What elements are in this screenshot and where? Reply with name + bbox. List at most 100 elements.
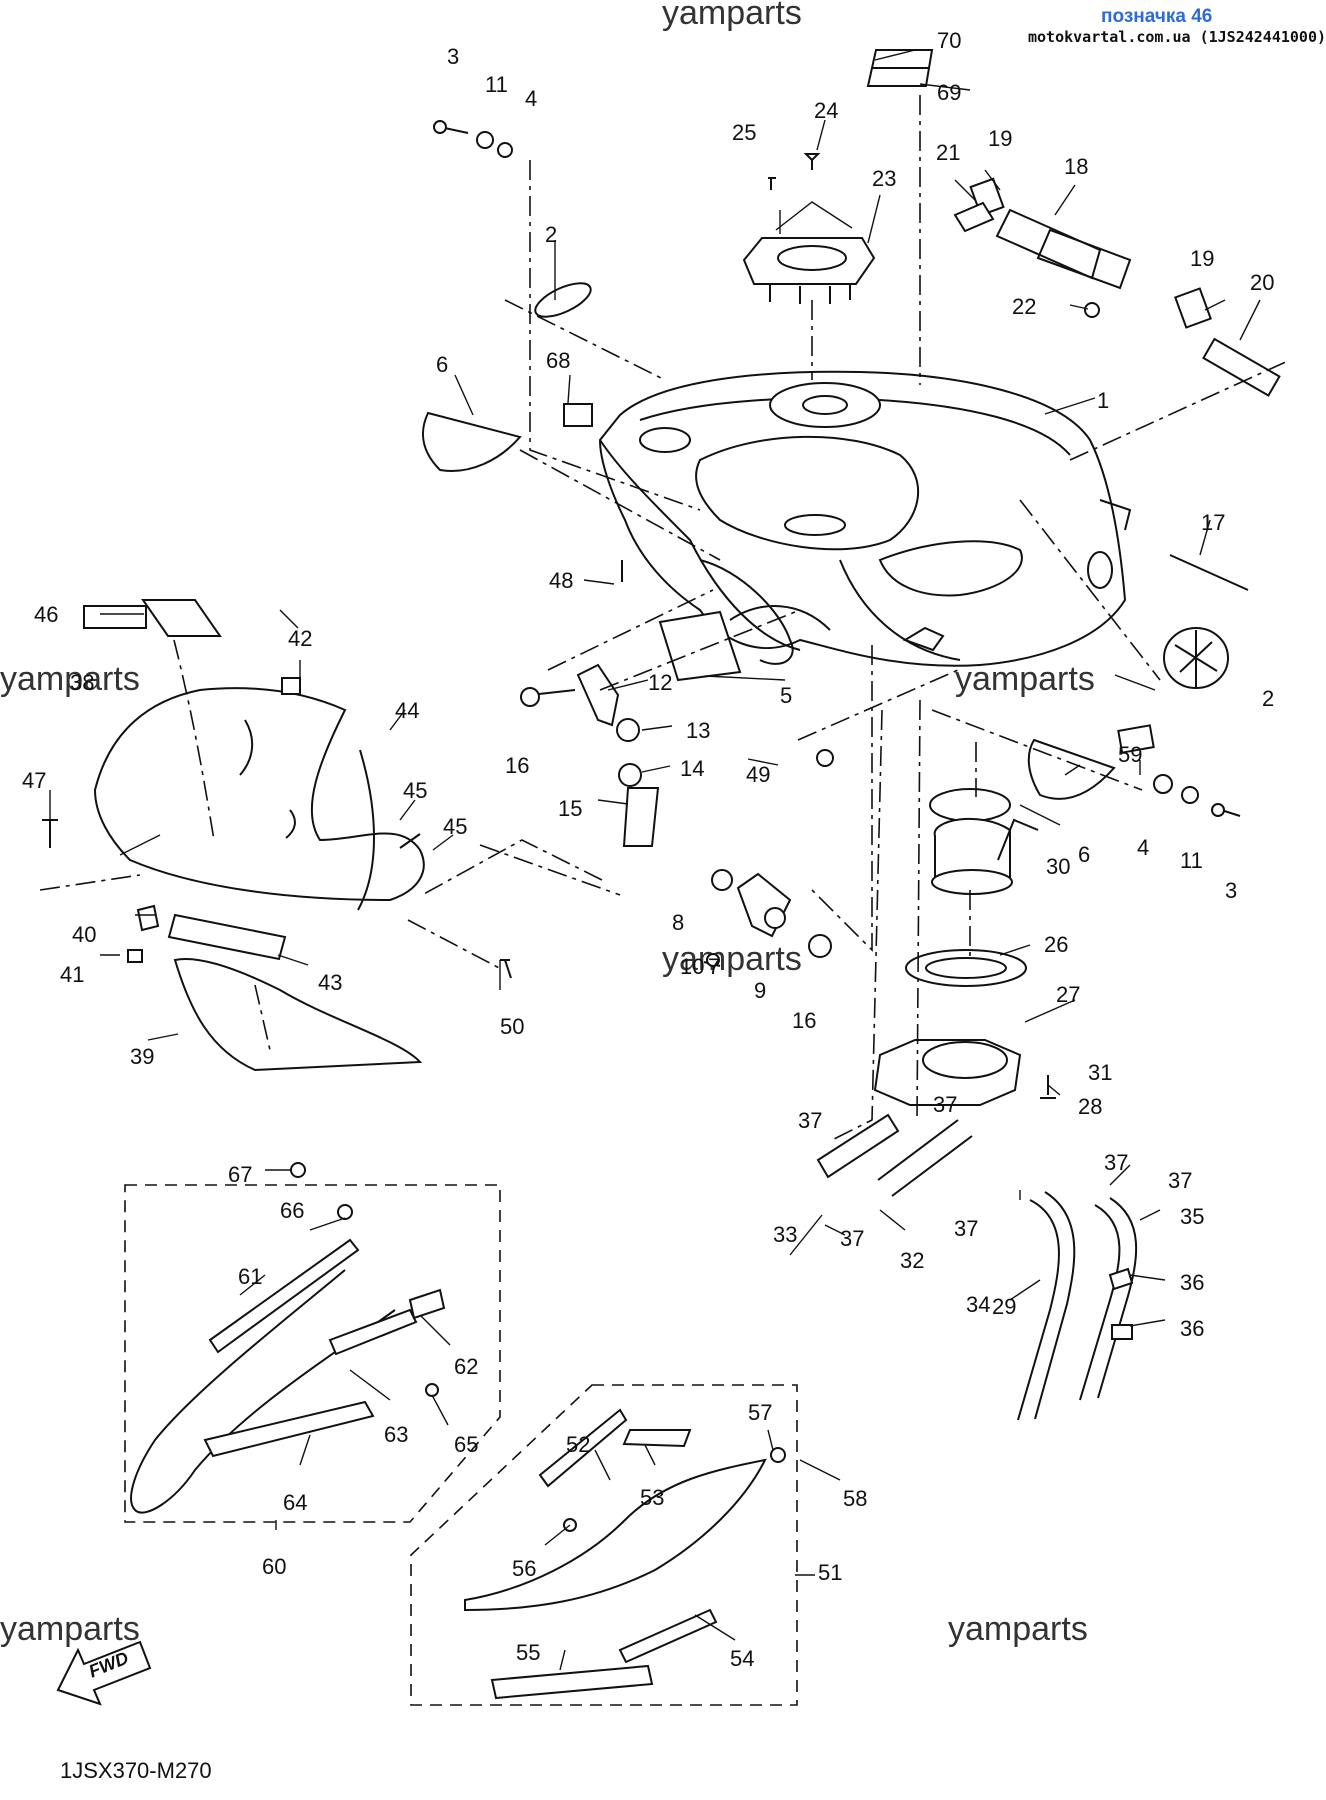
callout-label: 39 xyxy=(130,1044,154,1069)
leader-lines xyxy=(49,49,1261,1671)
callout-label: 32 xyxy=(900,1248,924,1273)
callout-label: 54 xyxy=(730,1646,754,1671)
watermark: yamparts xyxy=(0,1610,140,1648)
callout-label: 50 xyxy=(500,1014,524,1039)
callout-label: 70 xyxy=(937,28,961,53)
callout-label: 3 xyxy=(447,44,459,69)
header-title: позначка 46 xyxy=(1101,6,1212,27)
watermark: yamparts xyxy=(955,660,1095,698)
callout-label: 60 xyxy=(262,1554,286,1579)
callout-label: 45 xyxy=(403,778,427,803)
watermark: yamparts xyxy=(948,1610,1088,1648)
callout-label: 40 xyxy=(72,922,96,947)
callout-label: 5 xyxy=(780,683,792,708)
callout-label: 46 xyxy=(34,602,58,627)
damper-59 xyxy=(1117,724,1155,754)
side-cover xyxy=(1027,738,1116,800)
callout-label: 43 xyxy=(318,970,342,995)
watermark: yamparts xyxy=(662,940,802,978)
callout-label: 38 xyxy=(70,670,94,695)
callout-label: 63 xyxy=(384,1422,408,1447)
callout-label: 19 xyxy=(988,126,1012,151)
damper-68 xyxy=(563,403,593,427)
callout-label: 64 xyxy=(283,1490,307,1515)
header-subtitle: motokvartal.com.ua (1JS242441000) xyxy=(1028,28,1326,46)
callout-label: 23 xyxy=(872,166,896,191)
callout-label: 15 xyxy=(558,796,582,821)
callout-label: 24 xyxy=(814,98,838,123)
callout-label: 53 xyxy=(640,1485,664,1510)
callout-label: 37 xyxy=(798,1108,822,1133)
callout-label: 31 xyxy=(1088,1060,1112,1085)
callout-label: 29 xyxy=(992,1294,1016,1319)
callout-label: 18 xyxy=(1064,154,1088,179)
callout-label: 36 xyxy=(1180,1316,1204,1341)
callout-label: 37 xyxy=(1104,1150,1128,1175)
callout-label: 20 xyxy=(1250,270,1274,295)
callout-label: 66 xyxy=(280,1198,304,1223)
callout-label: 44 xyxy=(395,698,419,723)
callout-label: 14 xyxy=(680,756,704,781)
callout-label: 56 xyxy=(512,1556,536,1581)
callout-label: 34 xyxy=(966,1292,990,1317)
callout-label: 22 xyxy=(1012,294,1036,319)
callout-label: 68 xyxy=(546,348,570,373)
callout-label: 37 xyxy=(1168,1168,1192,1193)
callout-label: 17 xyxy=(1201,510,1225,535)
callout-label: 6 xyxy=(436,352,448,377)
side-cover xyxy=(422,411,522,472)
side-panel-group-51 xyxy=(410,1384,798,1706)
bolt-set-right xyxy=(1153,774,1241,817)
callout-label: 52 xyxy=(566,1432,590,1457)
callout-label: 27 xyxy=(1056,982,1080,1007)
callout-label: 4 xyxy=(525,86,537,111)
front-bracket xyxy=(520,663,660,847)
callout-label: 16 xyxy=(505,753,529,778)
callout-label: 11 xyxy=(485,72,508,97)
callout-label: 49 xyxy=(746,762,770,787)
callout-label: 28 xyxy=(1078,1094,1102,1119)
callout-label: 36 xyxy=(1180,1270,1204,1295)
bolt-17 xyxy=(1169,554,1249,591)
callout-label: 42 xyxy=(288,626,312,651)
callout-label: 59 xyxy=(1118,742,1142,767)
lower-cowling xyxy=(127,904,512,1072)
callout-label: 11 xyxy=(1180,848,1203,873)
assembly-lines xyxy=(39,95,1291,1141)
callout-label: 12 xyxy=(648,670,672,695)
fuel-hoses xyxy=(816,1113,1138,1421)
bolt-49 xyxy=(816,749,834,767)
callout-label: 67 xyxy=(228,1162,252,1187)
callout-label: 30 xyxy=(1046,854,1070,879)
fuel-tank xyxy=(598,370,1132,667)
callout-label: 37 xyxy=(954,1216,978,1241)
filler-cap-plate xyxy=(742,153,876,304)
callout-label: 47 xyxy=(22,768,46,793)
sender-assembly xyxy=(953,177,1281,397)
callout-label: 2 xyxy=(1262,686,1274,711)
callout-label: 2 xyxy=(545,222,557,247)
callout-label: 7 xyxy=(708,954,720,979)
callout-label: 35 xyxy=(1180,1204,1204,1229)
callout-label: 25 xyxy=(732,120,756,145)
front-cowling xyxy=(42,599,425,911)
tank-pad xyxy=(866,49,934,87)
callout-label: 9 xyxy=(754,978,766,1003)
callout-label: 21 xyxy=(936,140,960,165)
callout-label: 65 xyxy=(454,1432,478,1457)
callout-label: 48 xyxy=(549,568,573,593)
callout-label: 61 xyxy=(238,1264,262,1289)
callout-label: 57 xyxy=(748,1400,772,1425)
bolt-set-top xyxy=(433,120,513,158)
callout-label: 8 xyxy=(672,910,684,935)
callout-label: 45 xyxy=(443,814,467,839)
watermark: yamparts xyxy=(0,660,140,698)
drain-cap xyxy=(1163,627,1229,689)
callout-label: 3 xyxy=(1225,878,1237,903)
watermark: yamparts xyxy=(662,0,802,32)
callout-label: 41 xyxy=(60,962,84,987)
side-panel-group-60 xyxy=(124,1162,501,1523)
callout-label: 13 xyxy=(686,718,710,743)
